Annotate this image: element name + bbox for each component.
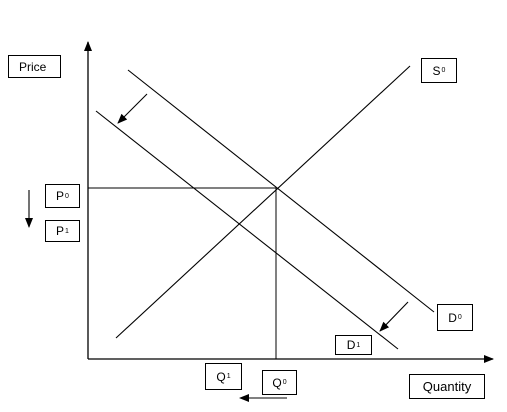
q0-label-letter: Q [272,375,282,390]
demand-curve-d1 [95,110,399,350]
d0-label-letter: D [448,310,457,325]
p1-label-subscript: 1 [65,227,69,235]
x-axis-label-text: Quantity [422,379,472,394]
d1-label-letter: D [346,338,356,352]
p1-label-letter: P [56,224,65,238]
supply-label-letter: S [432,63,441,78]
q1-label-subscript: 1 [226,373,231,380]
y-axis-label-text: Price [19,59,47,74]
supply-curve-s0 [115,65,411,339]
p0-label-subscript: 0 [65,192,69,200]
q0-label-subscript: 0 [282,379,287,386]
demand-shift-arrow-lower [379,301,409,332]
d0-label-subscript: 0 [457,314,462,321]
x-axis-label: Quantity [409,374,485,399]
p0-label-letter: P [56,189,65,203]
demand-shift-arrow-upper [117,93,148,124]
q1-label-letter: Q [216,369,226,384]
y-axis-label: Price [8,55,61,78]
demand-curve-d0 [127,69,435,313]
d1-label-subscript: 1 [356,341,361,349]
supply-label-subscript: 0 [441,67,446,74]
